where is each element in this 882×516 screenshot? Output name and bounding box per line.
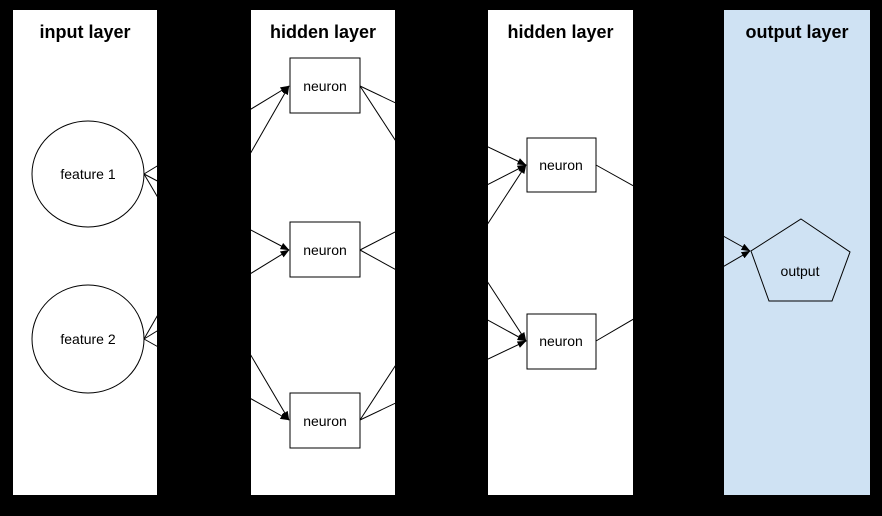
edge-group xyxy=(143,85,751,421)
panel-hidden-layer-2: hidden layer xyxy=(488,10,633,495)
panel-output-layer: output layer xyxy=(724,10,870,495)
output-layer-title: output layer xyxy=(745,22,849,42)
hidden-layer-2-title: hidden layer xyxy=(507,22,614,42)
panel-hidden-layer-1: hidden layer xyxy=(251,10,395,495)
input-layer-title: input layer xyxy=(39,22,131,42)
hidden-layer-1-title: hidden layer xyxy=(269,22,377,42)
panel-input-layer: input layer xyxy=(13,10,157,495)
